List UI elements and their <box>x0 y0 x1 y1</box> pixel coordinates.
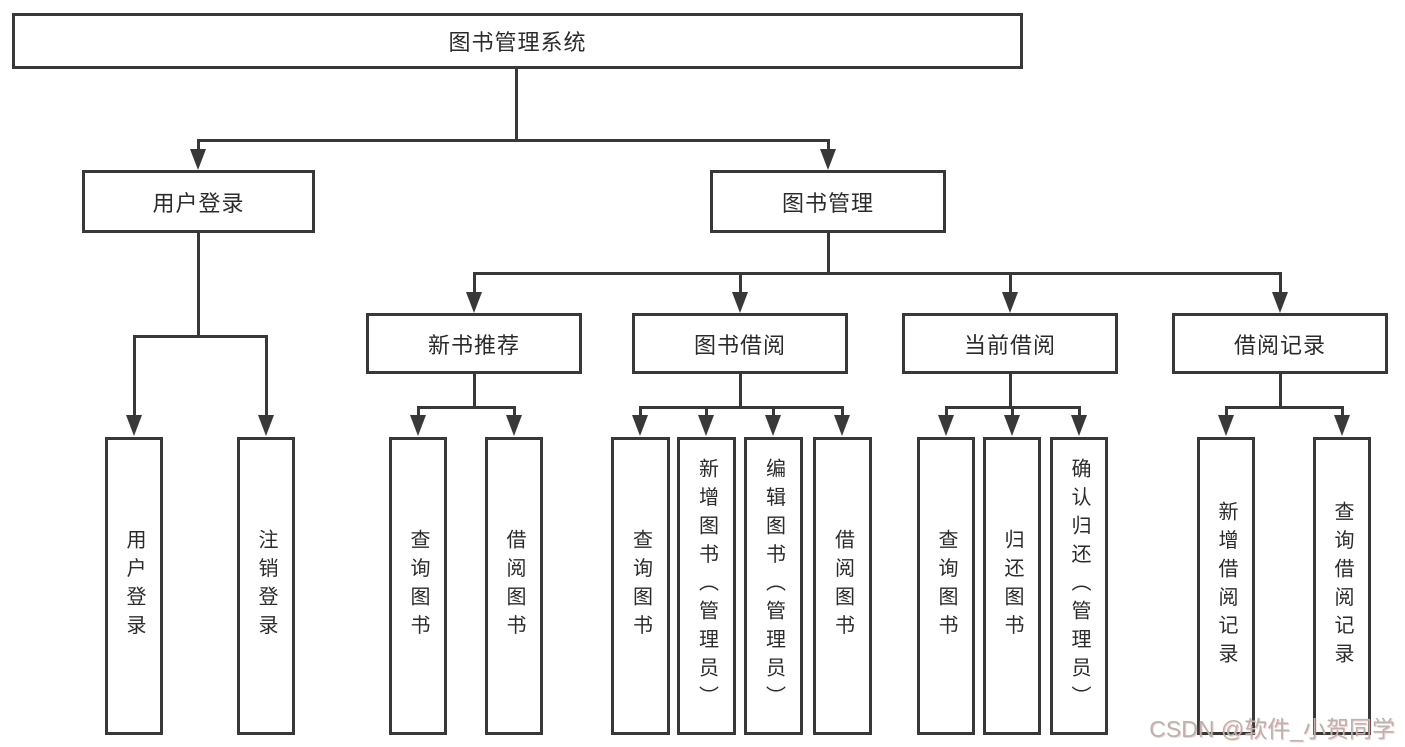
arrowhead-down-icon <box>834 415 850 436</box>
connector-drop-current-query <box>945 406 948 417</box>
arrowhead-down-icon <box>258 415 274 436</box>
connector-current-stem <box>1009 374 1012 409</box>
connector-login-rail <box>133 335 268 338</box>
node-user-login: 用户登录 <box>82 170 315 233</box>
connector-drop-current-confirm <box>1078 406 1081 417</box>
leaf-rec-query-book-label: 查询图书 <box>407 529 429 643</box>
arrowhead-down-icon <box>1004 415 1020 436</box>
node-book-management: 图书管理 <box>710 170 946 233</box>
leaf-current-return-book: 归还图书 <box>983 437 1041 735</box>
node-current-borrowing: 当前借阅 <box>902 313 1118 374</box>
connector-login-stem <box>197 233 200 338</box>
node-user-login-label: 用户登录 <box>152 190 245 216</box>
leaf-user-login: 用户登录 <box>105 437 163 735</box>
leaf-borrow-query-book-label: 查询图书 <box>629 529 652 643</box>
leaf-user-login-label: 用户登录 <box>123 529 145 643</box>
connector-drop-current-return <box>1011 406 1014 417</box>
arrowhead-down-icon <box>765 415 781 436</box>
leaf-borrow-edit-book: 编辑图书（管理员） <box>744 437 803 735</box>
node-new-book-recommend: 新书推荐 <box>366 313 582 374</box>
connector-records-stem <box>1279 374 1282 409</box>
connector-records-rail <box>1225 406 1344 409</box>
node-root-label: 图书管理系统 <box>448 30 587 55</box>
leaf-borrow-query-book: 查询图书 <box>611 437 670 735</box>
leaf-current-query-book: 查询图书 <box>917 437 975 735</box>
connector-rec-stem <box>473 374 476 409</box>
arrowhead-down-icon <box>1272 292 1288 313</box>
leaf-current-confirm-return: 确认归还（管理员） <box>1050 437 1108 735</box>
arrowhead-down-icon <box>466 292 482 313</box>
node-borrow-records-label: 借阅记录 <box>1233 332 1326 358</box>
connector-root-rail <box>197 139 830 142</box>
node-book-management-label: 图书管理 <box>781 190 874 216</box>
connector-mgmt-rail <box>473 272 1282 275</box>
leaf-records-add-record: 新增借阅记录 <box>1197 437 1255 735</box>
leaf-current-query-book-label: 查询图书 <box>935 529 957 643</box>
arrowhead-down-icon <box>1002 292 1018 313</box>
leaf-borrow-edit-book-label: 编辑图书（管理员） <box>762 458 785 714</box>
connector-drop-login <box>197 139 200 152</box>
leaf-borrow-borrow-book-label: 借阅图书 <box>831 529 854 643</box>
connector-mgmt-stem <box>827 233 830 275</box>
connector-drop-borrow-edit <box>772 406 775 417</box>
connector-drop-rec <box>473 272 476 295</box>
leaf-rec-borrow-book-label: 借阅图书 <box>503 529 525 643</box>
leaf-logout: 注销登录 <box>237 437 295 735</box>
leaf-rec-query-book: 查询图书 <box>389 437 447 735</box>
leaf-current-return-book-label: 归还图书 <box>1001 529 1023 643</box>
node-borrow-records: 借阅记录 <box>1172 313 1388 374</box>
arrowhead-down-icon <box>1218 415 1234 436</box>
arrowhead-down-icon <box>1334 415 1350 436</box>
arrowhead-down-icon <box>410 415 426 436</box>
arrowhead-down-icon <box>632 415 648 436</box>
connector-drop-borrow-add <box>705 406 708 417</box>
arrowhead-down-icon <box>732 292 748 313</box>
leaf-records-query-record: 查询借阅记录 <box>1313 437 1371 735</box>
leaf-borrow-add-book-label: 新增图书（管理员） <box>695 458 718 714</box>
connector-drop-borrow-query <box>639 406 642 417</box>
node-current-borrowing-label: 当前借阅 <box>963 332 1056 358</box>
arrowhead-down-icon <box>506 415 522 436</box>
leaf-borrow-borrow-book: 借阅图书 <box>813 437 872 735</box>
connector-drop-login-user <box>133 335 136 417</box>
leaf-current-confirm-return-label: 确认归还（管理员） <box>1068 458 1090 714</box>
connector-drop-mgmt <box>827 139 830 152</box>
leaf-borrow-add-book: 新增图书（管理员） <box>677 437 736 735</box>
connector-drop-records <box>1279 272 1282 295</box>
connector-rec-rail <box>417 406 516 409</box>
connector-drop-login-logout <box>265 335 268 417</box>
node-new-book-recommend-label: 新书推荐 <box>427 332 520 358</box>
connector-borrow-stem <box>739 374 742 409</box>
connector-drop-rec-borrow <box>513 406 516 417</box>
arrowhead-down-icon <box>938 415 954 436</box>
leaf-logout-label: 注销登录 <box>255 529 277 643</box>
leaf-rec-borrow-book: 借阅图书 <box>485 437 543 735</box>
arrowhead-down-icon <box>820 149 836 170</box>
arrowhead-down-icon <box>190 149 206 170</box>
connector-drop-records-add <box>1225 406 1228 417</box>
leaf-records-query-record-label: 查询借阅记录 <box>1331 500 1353 672</box>
arrowhead-down-icon <box>1071 415 1087 436</box>
csdn-watermark: CSDN @软件_小贺同学 <box>1149 716 1395 742</box>
connector-drop-borrow <box>739 272 742 295</box>
connector-drop-records-query <box>1341 406 1344 417</box>
connector-drop-borrow-borrow <box>841 406 844 417</box>
arrowhead-down-icon <box>126 415 142 436</box>
leaf-records-add-record-label: 新增借阅记录 <box>1215 500 1237 672</box>
connector-root-stem <box>515 68 518 142</box>
arrowhead-down-icon <box>698 415 714 436</box>
node-root: 图书管理系统 <box>12 13 1023 69</box>
connector-drop-current <box>1009 272 1012 295</box>
connector-borrow-rail <box>639 406 844 409</box>
node-book-borrowing: 图书借阅 <box>632 313 848 374</box>
connector-drop-rec-query <box>417 406 420 417</box>
node-book-borrowing-label: 图书借阅 <box>693 332 786 358</box>
